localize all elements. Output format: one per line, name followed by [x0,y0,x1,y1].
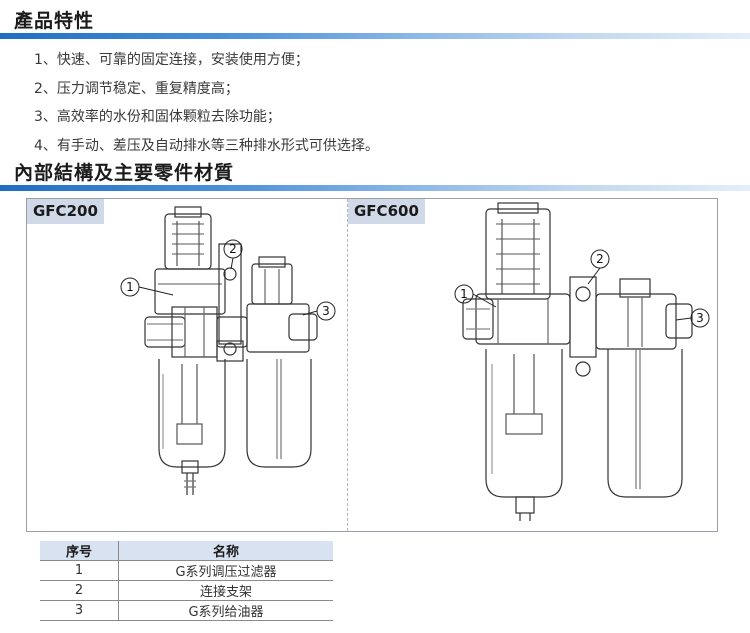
header-number: 序号 [40,541,119,561]
feature-item-4: 4、有手动、差压及自动排水等三种排水形式可供选择。 [34,137,379,154]
structure-title: 內部結構及主要零件材質 [14,162,235,184]
callout-2: 2 [229,242,237,256]
gfc200-drawing: 1 2 3 [120,206,336,495]
parts-table-header: 序号 名称 [40,541,333,561]
row-name: G系列调压过滤器 [118,560,333,581]
diagram-divider [347,199,348,531]
callout-2: 2 [596,252,604,266]
row-number: 3 [40,600,119,621]
callout-3: 3 [322,304,330,318]
structure-title-rule [0,185,750,191]
table-row: 1 G系列调压过滤器 [40,560,333,581]
diagram-panel: GFC200 GFC600 [26,198,718,532]
parts-table: 序号 名称 1 G系列调压过滤器 2 连接支架 3 G系列给油器 [40,541,333,621]
model-label-gfc600: GFC600 [348,199,425,224]
header-name: 名称 [118,541,333,561]
model-label-gfc200: GFC200 [27,199,104,224]
feature-list: 1、快速、可靠的固定连接，安装使用方便； 2、压力调节稳定、重复精度高； 3、高… [34,46,379,160]
features-title-rule [0,33,750,39]
feature-item-2: 2、压力调节稳定、重复精度高； [34,80,239,97]
features-title: 產品特性 [14,10,95,32]
callout-1: 1 [460,287,468,301]
feature-item-1: 1、快速、可靠的固定连接，安装使用方便； [34,52,309,68]
table-row: 2 连接支架 [40,580,333,601]
table-row: 3 G系列给油器 [40,600,333,621]
gfc600-drawing: 1 2 3 [454,202,710,521]
row-name: G系列给油器 [118,600,333,621]
callout-1: 1 [126,280,134,294]
feature-item-3: 3、高效率的水份和固体颗粒去除功能； [34,109,281,125]
row-name: 连接支架 [118,580,333,601]
callout-3: 3 [696,311,704,325]
row-number: 1 [40,560,119,581]
row-number: 2 [40,580,119,601]
